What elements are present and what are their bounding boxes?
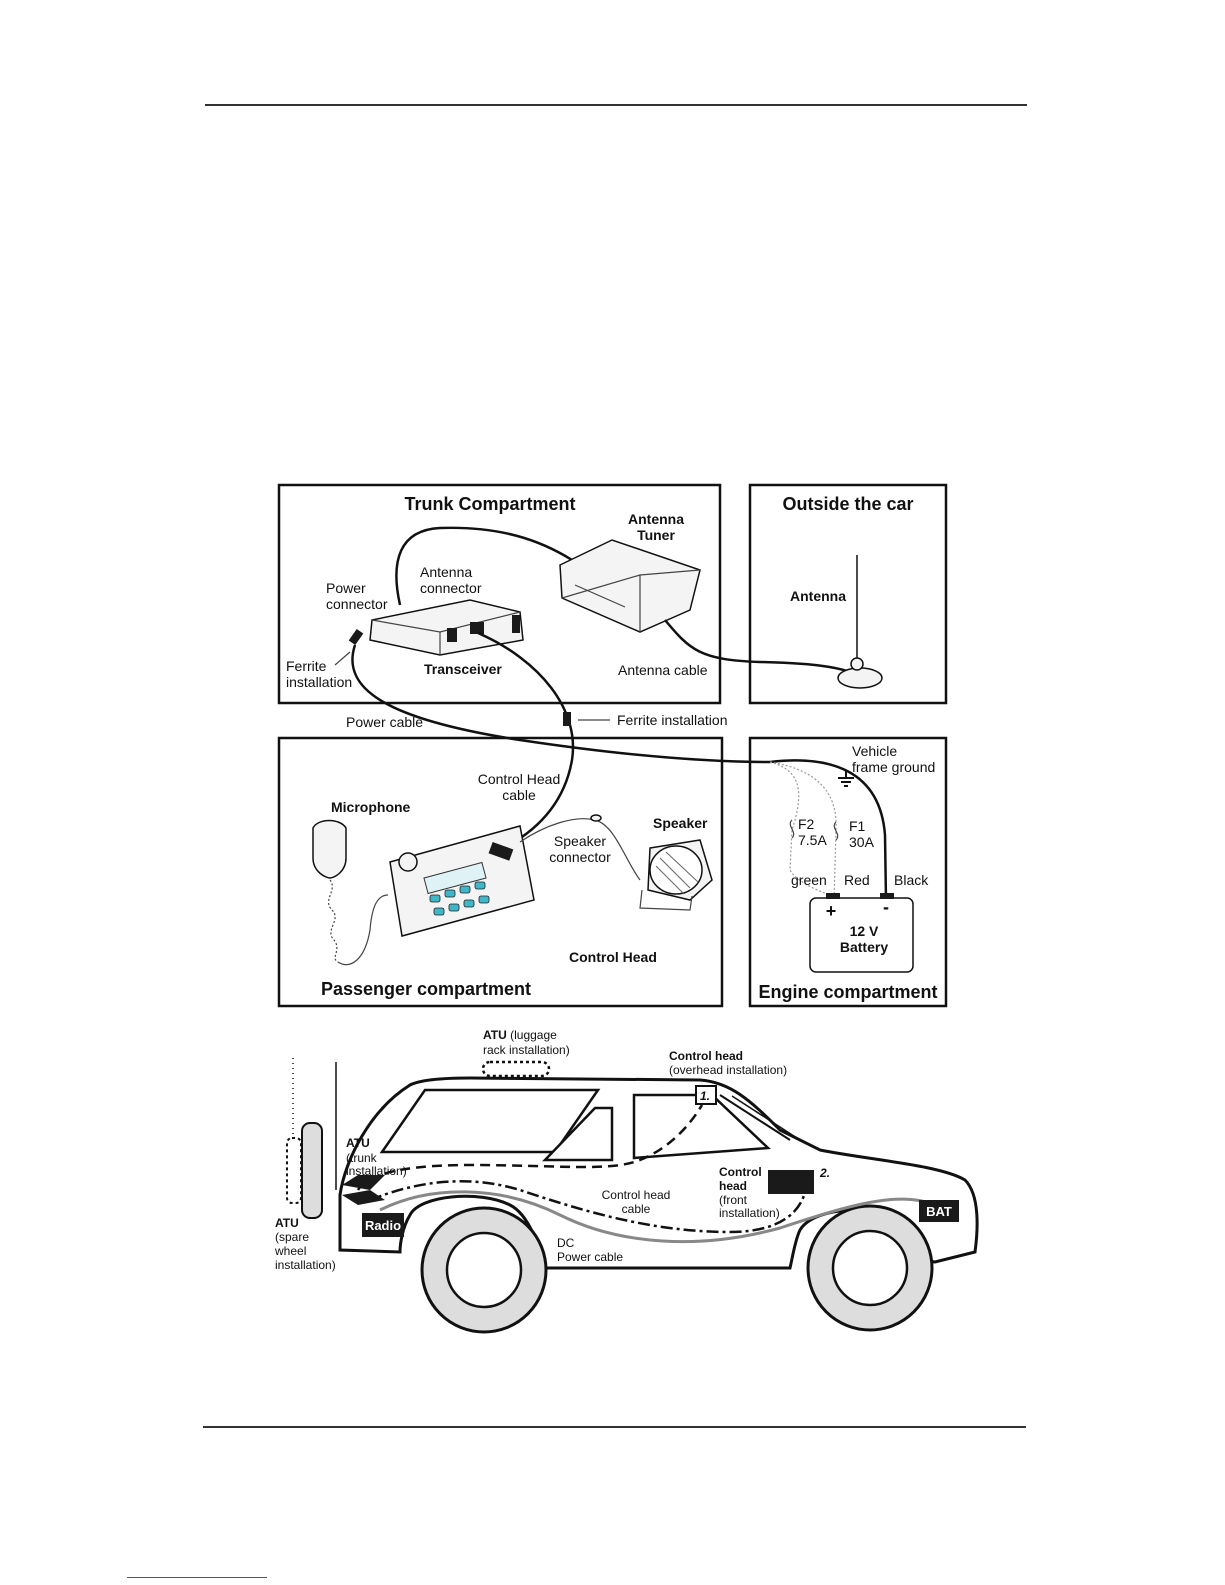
bat-box (919, 1200, 959, 1222)
footer-rule (203, 1426, 1026, 1428)
engine-compartment-panel (748, 736, 948, 1008)
atu-trunk-label: ATU (346, 1136, 370, 1150)
power-cable-label: Power cable (346, 714, 423, 730)
overhead-control-head-box (695, 1085, 717, 1105)
power-ferrite (348, 628, 364, 646)
battery-minus-label: - (883, 897, 889, 917)
control-head-overhead-label-line2: (overhead installation) (669, 1063, 787, 1077)
marker-1: 1. (700, 1089, 710, 1103)
transceiver-label: Transceiver (424, 661, 502, 677)
rear-wheel (420, 1206, 548, 1334)
battery-negative-terminal (880, 893, 894, 899)
speaker-connector (590, 814, 602, 822)
overhead-control-cable (356, 1104, 704, 1191)
control-head-label: Control Head (569, 949, 657, 965)
radio-box (362, 1213, 404, 1237)
atu-spare-label: ATU (275, 1216, 299, 1230)
tuner-feed-cable (395, 526, 573, 606)
antenna-base (837, 667, 883, 689)
atu-trunk (342, 1175, 385, 1205)
battery (809, 897, 914, 973)
battery-positive-terminal (826, 893, 840, 899)
control-head-plug (488, 841, 514, 861)
power-ferrite-leader (334, 651, 351, 666)
ground-symbol (838, 770, 854, 787)
control-head-unit (389, 825, 535, 937)
green-wire (769, 761, 831, 896)
green-label: green (791, 872, 827, 888)
battery-plus-label: + (826, 901, 837, 921)
antenna-cable-label: Antenna cable (618, 662, 708, 678)
footer-link-underline (127, 1577, 267, 1578)
speaker (639, 839, 713, 911)
engine-compartment-title: Engine compartment (758, 982, 937, 1002)
passenger-compartment-title: Passenger compartment (321, 979, 531, 999)
bat-label: BAT (926, 1204, 952, 1219)
antenna-cable (664, 619, 851, 674)
outside-car-panel (748, 483, 948, 705)
black-wire (769, 759, 888, 901)
control-head-ferrite (563, 712, 571, 726)
microphone (312, 819, 389, 966)
trunk-compartment-panel (277, 483, 722, 705)
atu-spare-wheel (286, 1137, 302, 1204)
atu-luggage-label-line2: rack installation) (483, 1043, 570, 1057)
outside-car-title: Outside the car (782, 494, 913, 514)
front-control-cable (369, 1180, 807, 1234)
front-wheel (806, 1204, 934, 1332)
f1-fuse (833, 821, 839, 841)
trunk-compartment-title: Trunk Compartment (404, 494, 575, 514)
atu-luggage-rack (481, 1060, 551, 1078)
transceiver-unit (369, 599, 524, 656)
antenna-tuner (559, 539, 701, 633)
control-head-overhead-label: Control head (669, 1049, 743, 1063)
front-control-head-box (768, 1170, 814, 1194)
marker-2: 2. (819, 1166, 830, 1180)
atu-luggage-label: ATU (luggage (483, 1028, 557, 1042)
control-head-cable (477, 631, 575, 852)
antenna-label: Antenna (790, 588, 846, 604)
ferrite-installation-label: Ferrite installation (617, 712, 728, 728)
dc-power-cable-path (379, 1190, 936, 1244)
antenna-mount (850, 657, 864, 671)
f2-fuse (789, 819, 795, 839)
power-cable (351, 644, 771, 764)
red-label: Red (844, 872, 870, 888)
black-label: Black (894, 872, 929, 888)
radio-label: Radio (365, 1218, 401, 1233)
header-rule (205, 104, 1027, 106)
vehicle-outline (301, 1076, 979, 1270)
red-wire (769, 761, 837, 901)
speaker-label: Speaker (653, 815, 708, 831)
microphone-label: Microphone (331, 799, 411, 815)
